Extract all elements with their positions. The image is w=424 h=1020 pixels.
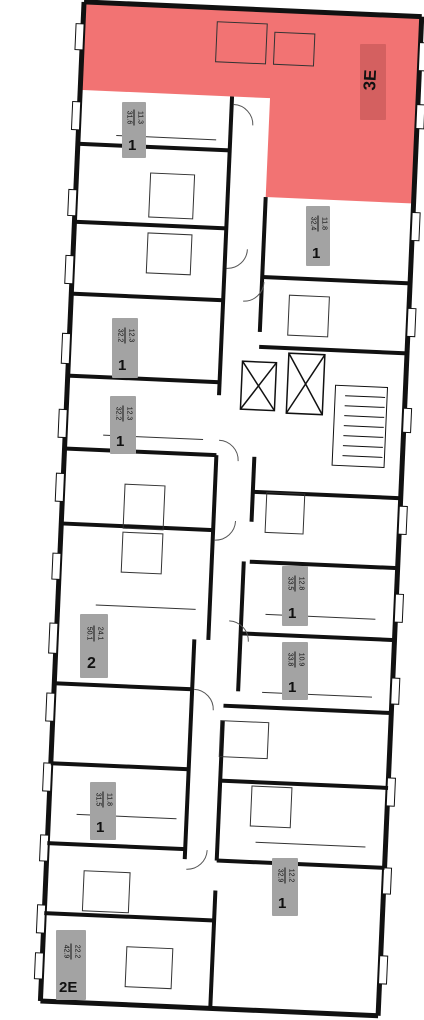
- corridor-walls: [182, 96, 268, 1009]
- unit-rooms: 3E: [360, 69, 381, 91]
- unit-badge-3e[interactable]: 3E: [360, 44, 386, 120]
- unit-badge-1-c[interactable]: 1 12.3 32.2: [112, 318, 138, 378]
- core-elevators: [239, 352, 326, 416]
- unit-areas: 10.9 33.8: [286, 651, 305, 668]
- unit-badge-2e[interactable]: 2E 22.2 42.9: [56, 930, 86, 1000]
- unit-rooms: 1: [116, 433, 125, 450]
- partition-walls-left: [44, 141, 230, 923]
- unit-rooms: 1: [128, 137, 137, 154]
- unit-badge-1-d[interactable]: 1 12.3 32.2: [110, 396, 136, 454]
- unit-areas: 12.3 32.2: [116, 327, 135, 344]
- windows-right: [377, 42, 424, 985]
- unit-rooms: 1: [278, 895, 287, 912]
- door-swings: [186, 104, 265, 870]
- unit-rooms: 1: [288, 679, 297, 696]
- unit-areas: 11.8 32.4: [309, 215, 328, 232]
- unit-areas: 12.8 33.5: [286, 575, 305, 592]
- unit-areas: 24.1 50.1: [85, 625, 104, 642]
- unit-rooms: 1: [118, 357, 127, 374]
- stairwell: [331, 384, 389, 468]
- unit-badge-1-e[interactable]: 1 12.8 33.5: [282, 566, 308, 626]
- unit-rooms: 2: [87, 655, 96, 672]
- unit-badge-2[interactable]: 2 24.1 50.1: [80, 614, 108, 678]
- unit-rooms: 2E: [59, 979, 78, 996]
- windows-left: [33, 23, 85, 980]
- unit-rooms: 1: [312, 245, 321, 262]
- unit-rooms: 1: [288, 605, 297, 622]
- unit-badge-1-f[interactable]: 1 10.9 33.8: [282, 642, 308, 700]
- unit-areas: 22.2 42.9: [62, 943, 81, 960]
- unit-badge-1-h[interactable]: 1 12.2 32.9: [272, 858, 298, 916]
- unit-areas: 12.3 32.2: [114, 405, 133, 422]
- unit-rooms: 1: [96, 819, 105, 836]
- unit-3e-highlight[interactable]: [76, 1, 422, 204]
- unit-areas: 11.3 31.6: [125, 109, 144, 126]
- unit-badge-1-a[interactable]: 1 11.3 31.6: [122, 102, 146, 158]
- unit-badge-1-g[interactable]: 1 11.8 31.5: [90, 782, 116, 840]
- unit-areas: 11.8 31.5: [94, 791, 113, 808]
- unit-areas: 12.2 32.9: [276, 867, 295, 884]
- unit-badge-1-b[interactable]: 1 11.8 32.4: [306, 206, 330, 266]
